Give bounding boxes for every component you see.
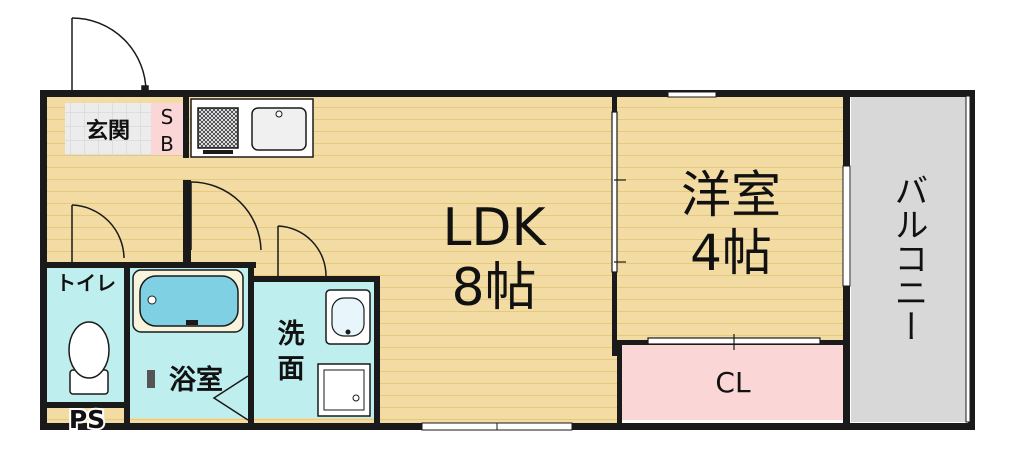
shoe-box — [151, 103, 183, 155]
window-top — [667, 91, 717, 98]
washing-machine-pan-icon — [317, 363, 371, 417]
bath-faucet-icon — [147, 370, 155, 388]
entrance-door — [71, 17, 149, 95]
window-balcony-far — [965, 95, 971, 423]
genkan-tile — [65, 103, 151, 155]
youshitsu-size: 4帖 — [690, 224, 772, 282]
youshitsu-name: 洋室 — [681, 166, 781, 224]
youshitsu-floor — [617, 96, 845, 342]
sb-label-bottom: B — [160, 132, 174, 156]
sb-label-top: S — [161, 105, 174, 129]
washroom-label-2: 面 — [278, 354, 305, 385]
door-bath-fold — [212, 375, 249, 421]
closet-doors — [647, 334, 821, 350]
washroom-label-1: 洗 — [278, 319, 305, 350]
toilet-icon — [68, 321, 110, 395]
balcony-label: バルコニー — [888, 173, 928, 343]
bathtub-icon — [132, 269, 244, 333]
door-washroom — [277, 225, 327, 277]
toilet-label: トイレ — [56, 271, 116, 295]
sink-icon — [251, 107, 307, 151]
balcony-floor — [851, 96, 968, 422]
stove-icon — [197, 107, 239, 149]
ldk-size: 8帖 — [451, 258, 536, 318]
window-balcony — [842, 165, 851, 287]
genkan-label: 玄関 — [86, 118, 130, 144]
sliding-door-ldk — [611, 111, 626, 273]
closet-label: CL — [715, 366, 751, 399]
closet-floor — [622, 344, 844, 420]
door-kitchen — [190, 181, 262, 251]
washbasin-icon — [325, 289, 371, 345]
bath-label: 浴室 — [169, 364, 223, 396]
door-toilet — [71, 204, 125, 262]
ps-label: PS — [69, 405, 105, 434]
kitchen-counter — [190, 98, 314, 158]
ldk-name: LDK — [442, 198, 547, 258]
